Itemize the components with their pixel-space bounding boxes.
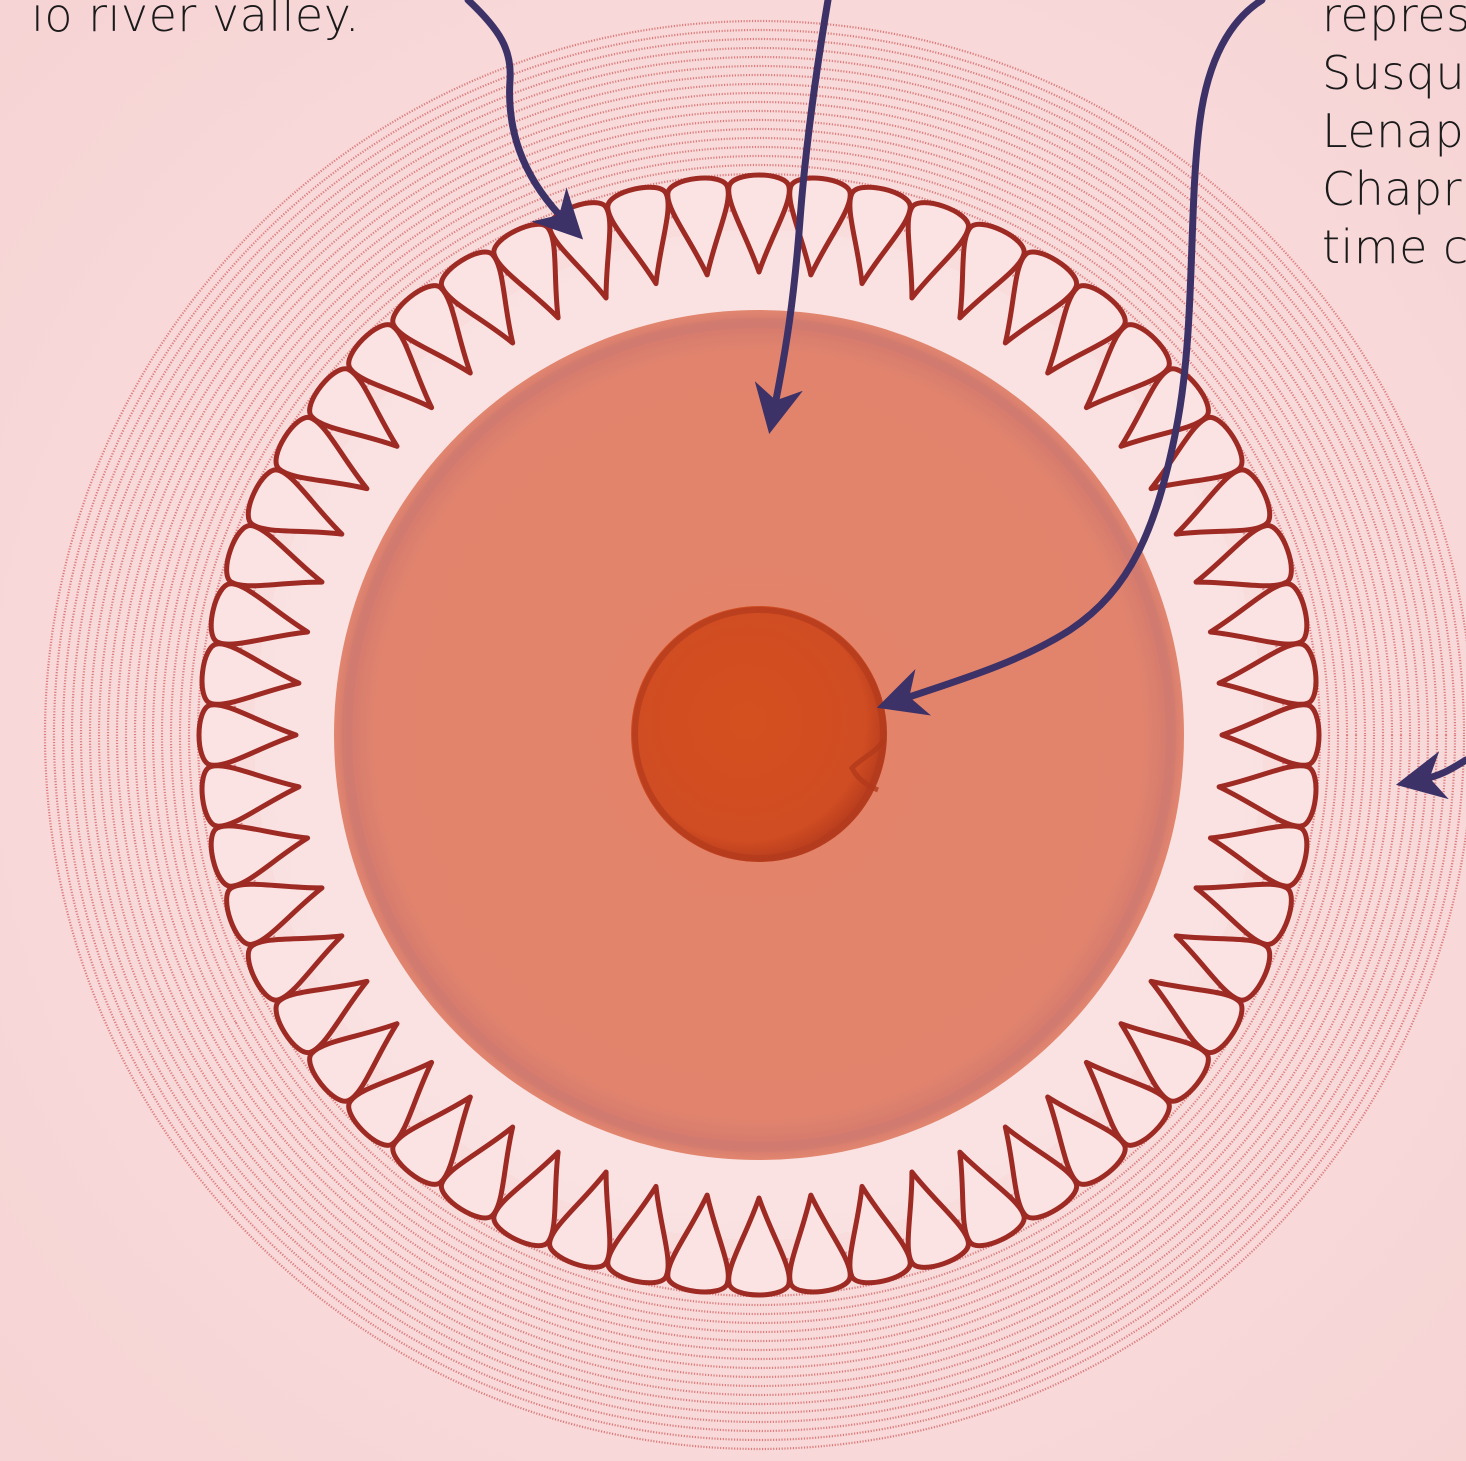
caption-right: repres Susqu Lenap Chapr time c — [1322, 0, 1466, 276]
caption-left: io river valley. — [0, 0, 360, 44]
caption-right-line: time c — [1322, 218, 1466, 276]
caption-right-line: Lenap — [1322, 102, 1466, 160]
caption-right-line: repres — [1322, 0, 1466, 44]
caption-right-line: Chapr — [1322, 160, 1466, 218]
caption-right-line: Susqu — [1322, 44, 1466, 102]
